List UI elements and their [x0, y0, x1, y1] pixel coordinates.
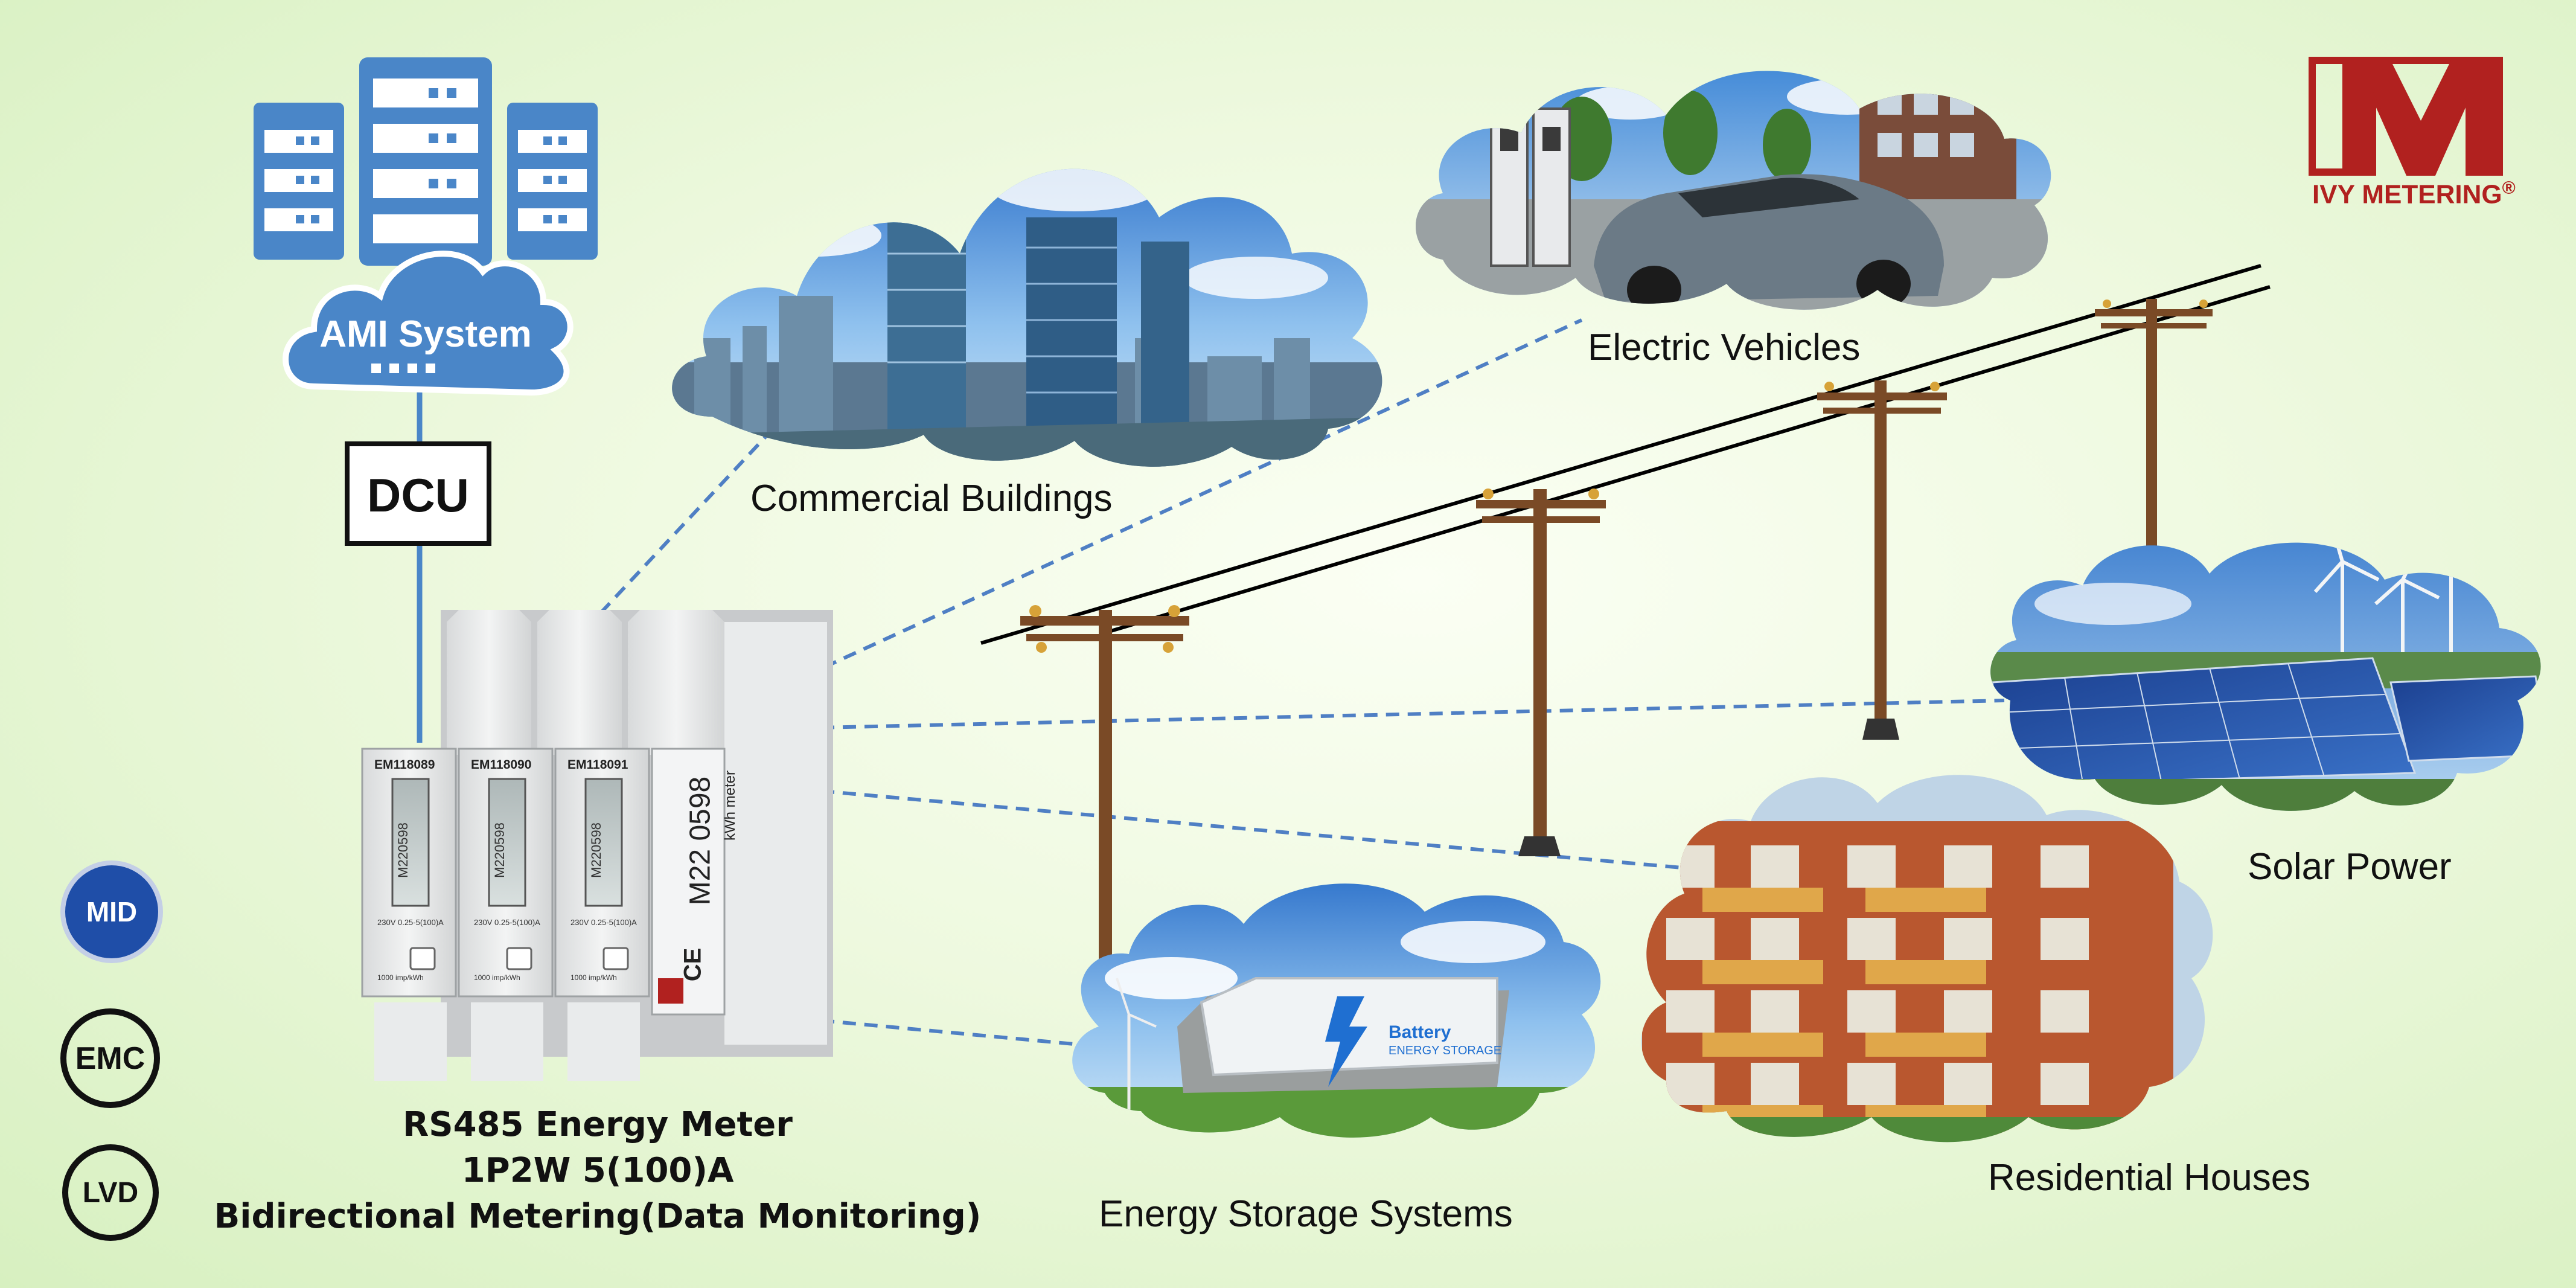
utility-pole-1: [1020, 605, 1189, 972]
connector-lines: [599, 318, 2005, 1046]
meter-unit-2-serial: M220598: [492, 822, 507, 878]
lvd-badge-icon: LVD: [62, 1144, 159, 1241]
ami-system-label: AMI System: [319, 313, 532, 355]
brand-registered: ®: [2502, 178, 2516, 198]
residential-houses-image: [1641, 775, 2213, 1142]
dcu-box: [345, 441, 491, 546]
meter-unit-3-rating: 230V 0.25-5(100)A: [570, 918, 637, 927]
meter-unit-1-imp: 1000 imp/kWh: [377, 973, 424, 982]
ami-cloud-icon: [283, 251, 574, 396]
mid-badge-label: MID: [86, 896, 138, 928]
electric-vehicles-image: [1416, 71, 2051, 310]
energy-meter-image: [361, 610, 833, 1081]
energy-storage-image: [1072, 883, 1601, 1138]
brand-name-text: IVY METERING: [2312, 179, 2502, 210]
meter-unit-3-imp: 1000 imp/kWh: [570, 973, 617, 982]
meter-caption: RS485 Energy Meter 1P2W 5(100)A Bidirect…: [181, 1102, 1014, 1240]
meter-unit-2-id: EM118090: [471, 758, 532, 772]
ivy-metering-logo-icon: [2309, 57, 2503, 176]
meter-unit-2-rating: 230V 0.25-5(100)A: [474, 918, 540, 927]
meter-unit-3-id: EM118091: [567, 758, 628, 772]
meter-caption-line2: 1P2W 5(100)A: [461, 1151, 734, 1190]
emc-badge-label: EMC: [75, 1040, 145, 1076]
electric-vehicles-label: Electric Vehicles: [1588, 327, 1861, 368]
meter-unit-3-serial: M220598: [589, 822, 604, 878]
brand-name: IVY METERING®: [2312, 178, 2516, 210]
battery-label: Battery: [1389, 1022, 1451, 1042]
commercial-buildings-image: [672, 168, 1382, 467]
meter-unit-1-serial: M220598: [395, 822, 411, 878]
utility-pole-3: [1817, 380, 1947, 740]
meter-unit-1-id: EM118089: [374, 758, 435, 772]
ami-cloud-dots: [371, 364, 435, 373]
meter-unit-2-imp: 1000 imp/kWh: [474, 973, 520, 982]
residential-houses-label: Residential Houses: [1988, 1157, 2311, 1199]
meter-unit-1-rating: 230V 0.25-5(100)A: [377, 918, 444, 927]
meter-side-mark: M22 0598: [684, 776, 717, 906]
utility-poles: [1020, 299, 2213, 972]
meter-side-ce: CE: [679, 947, 706, 982]
energy-storage-label: Energy Storage Systems: [1099, 1193, 1513, 1235]
solar-power-label: Solar Power: [2248, 846, 2452, 888]
commercial-buildings-label: Commercial Buildings: [750, 478, 1113, 519]
energy-storage-sublabel: ENERGY STORAGE: [1389, 1044, 1502, 1057]
meter-side-info: kWh meter: [722, 771, 738, 841]
meter-caption-line3: Bidirectional Metering(Data Monitoring): [214, 1197, 982, 1236]
emc-badge-icon: EMC: [60, 1008, 160, 1108]
utility-pole-2: [1476, 489, 1606, 856]
battery-container-label: Battery ENERGY STORAGE: [1389, 1024, 1501, 1060]
solar-power-image: [1990, 542, 2541, 811]
mid-badge-icon: MID: [60, 860, 163, 963]
lvd-badge-label: LVD: [82, 1176, 139, 1209]
power-lines: [980, 264, 2271, 645]
meter-caption-line1: RS485 Energy Meter: [403, 1105, 793, 1144]
utility-pole-4: [2095, 299, 2213, 577]
dcu-label: DCU: [367, 469, 469, 522]
server-rack-icon: [254, 57, 598, 266]
